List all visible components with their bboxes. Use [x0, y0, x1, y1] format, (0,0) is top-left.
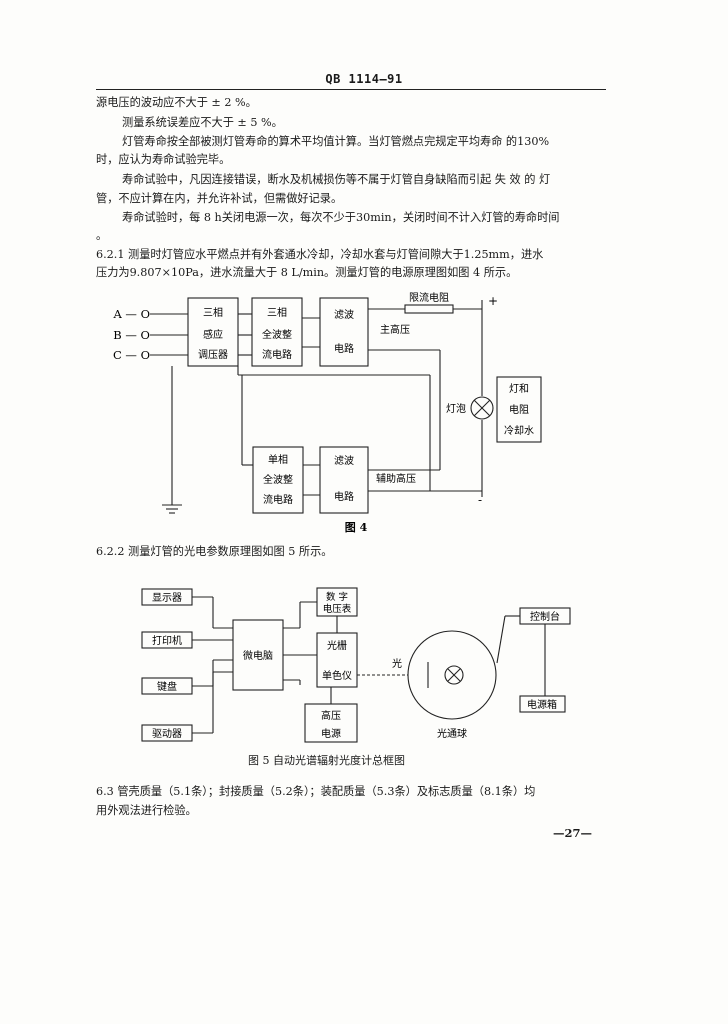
box-label: 流电路 [263, 493, 293, 506]
paragraph-line: 6.2.2 测量灯管的光电参数原理图如图 5 所示。 [96, 545, 333, 558]
figure-5-caption: 图 5 自动光谱辐射光度计总框图 [248, 754, 405, 767]
integrating-sphere [407, 630, 497, 720]
standard-code-header: QB 1114—91 [325, 72, 403, 86]
paragraph-line: 用外观法进行检验。 [96, 804, 197, 817]
box-label: 感应 [203, 328, 223, 341]
power-box [519, 695, 566, 713]
box-label: 三相 [267, 306, 287, 319]
box-label: 单相 [268, 453, 288, 466]
phase-c-label: C — O [113, 348, 150, 362]
three-phase-rectifier-box [251, 297, 303, 367]
header-rule [96, 89, 606, 90]
paragraph-line: 寿命试验中，凡因连接错误，断水及机械损伤等不属于灯管自身缺陷而引起 失 效 的 … [122, 173, 551, 186]
paragraph-line: 源电压的波动应不大于 ± 2 %。 [96, 96, 257, 109]
figure-4-caption: 图 4 [345, 521, 368, 534]
three-phase-regulator-box [187, 297, 239, 367]
box-label: 打印机 [152, 634, 182, 647]
box-label: 数 字 [326, 591, 348, 603]
box-label: 单色仪 [322, 669, 352, 682]
box-label: 电路 [334, 342, 354, 355]
box-label: 全波整 [262, 328, 292, 341]
phase-b-label: B — O [113, 328, 150, 342]
box-label: 灯和 [509, 383, 529, 395]
paragraph-line: 压力为9.807×10Pa，进水流量大于 8 L/min。测量灯管的电源原理图如… [96, 266, 518, 279]
box-label: 滤波 [334, 308, 354, 321]
box-label: 全波整 [263, 473, 293, 486]
sphere-label: 光通球 [437, 727, 467, 740]
paragraph-line: 寿命试验时，每 8 h关闭电源一次，每次不少于30min，关闭时间不计入灯管的寿… [122, 211, 560, 224]
box-label: 微电脑 [243, 649, 273, 662]
box-label: 流电路 [262, 348, 292, 361]
box-label: 高压 [321, 709, 341, 722]
paragraph-line: 灯管寿命按全部被测灯管寿命的算术平均值计算。当灯管燃点完规定平均寿命 的130% [122, 135, 550, 148]
aux-hv-label: 辅助高压 [376, 472, 416, 485]
box-label: 电源 [321, 727, 341, 740]
box-label: 电路 [334, 490, 354, 503]
single-phase-rectifier-box [252, 446, 304, 514]
box-label: 电源箱 [527, 698, 557, 711]
box-label: 显示器 [152, 592, 182, 604]
filter-box-aux [319, 446, 369, 514]
negative-terminal-label: - [478, 493, 482, 507]
page-number: —27— [553, 826, 593, 840]
paragraph-line: 6.3 管壳质量（5.1条）；封接质量（5.2条）；装配质量（5.3条）及标志质… [96, 785, 536, 798]
positive-terminal-label: + [488, 294, 498, 308]
lamp-label: 灯泡 [446, 402, 466, 415]
box-label: 电压表 [323, 603, 352, 615]
paragraph-line: 测量系统误差应不大于 ± 5 %。 [122, 116, 283, 129]
box-label: 驱动器 [152, 728, 182, 740]
paragraph-line: 。 [96, 229, 108, 242]
paragraph-line: 6.2.1 测量时灯管应水平燃点并有外套通水冷却，冷却水套与灯管间隙大于1.25… [96, 248, 544, 261]
box-label: 三相 [203, 306, 223, 319]
box-label: 键盘 [157, 680, 177, 693]
filter-box-main [319, 297, 369, 367]
box-label: 调压器 [198, 349, 228, 361]
phase-a-label: A — O [112, 307, 150, 321]
box-label: 滤波 [334, 454, 354, 467]
paragraph-line: 时，应认为寿命试验完毕。 [96, 153, 231, 166]
box-label: 控制台 [530, 610, 560, 623]
paragraph-line: 管，不应计算在内，并允许补试，但需做好记录。 [96, 192, 343, 205]
box-label: 光栅 [327, 639, 347, 652]
box-label: 冷却水 [504, 424, 534, 437]
light-path-label: 光 [392, 657, 402, 670]
lamp-resistor-water-box [496, 376, 542, 443]
main-hv-label: 主高压 [380, 323, 410, 336]
resistor-label: 限流电阻 [409, 291, 449, 304]
box-label: 电阻 [509, 403, 529, 416]
